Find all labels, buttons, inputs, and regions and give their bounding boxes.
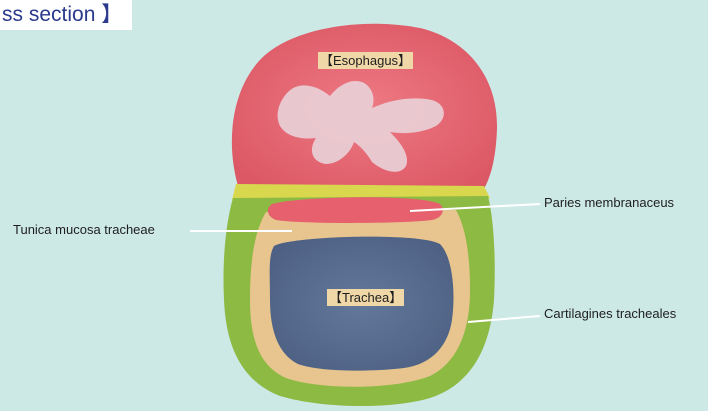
paries-membranaceus-label: Paries membranaceus [544,195,674,210]
cartilagines-label: Cartilagines tracheales [544,306,676,321]
esophagus-tag: 【Esophagus】 [318,52,413,69]
trachea-tag: 【Trachea】 [327,289,404,306]
tunica-mucosa-label: Tunica mucosa tracheae [13,222,155,237]
